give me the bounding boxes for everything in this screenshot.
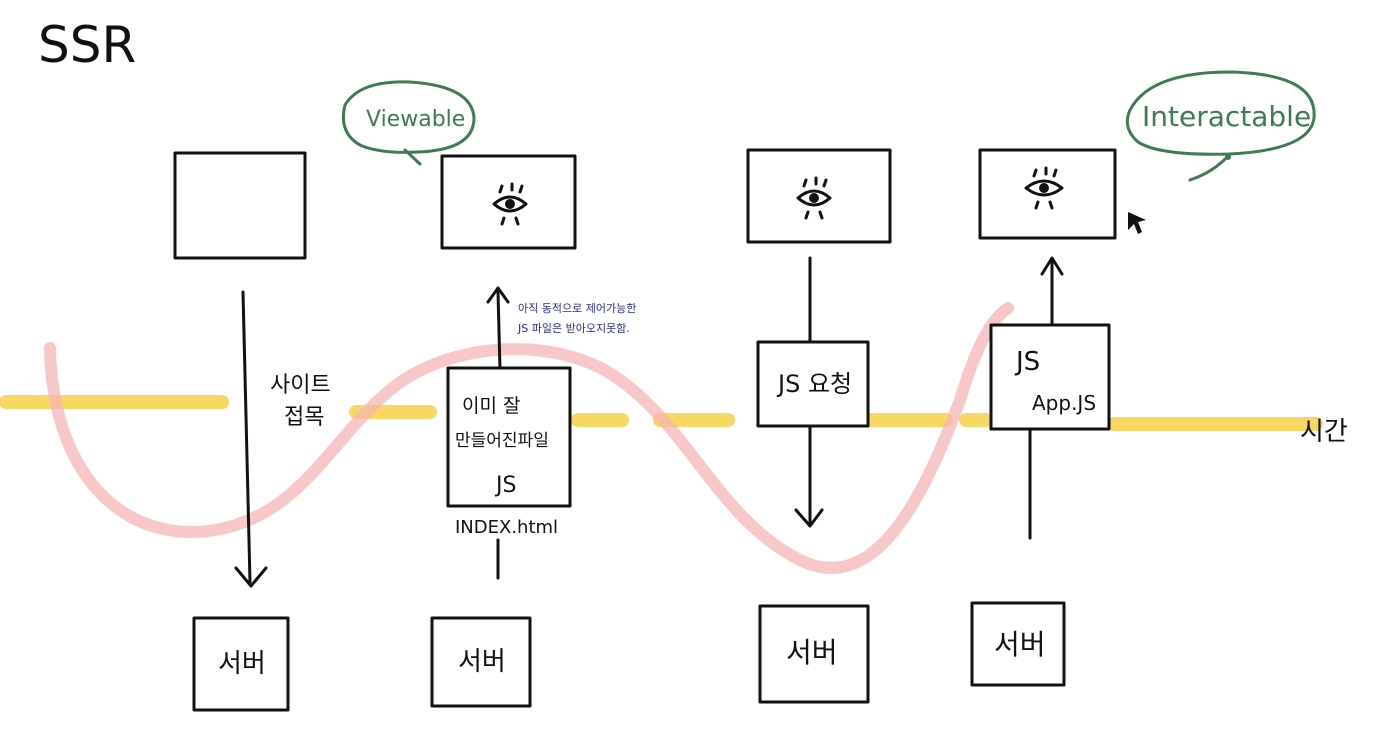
js-app-box: [989, 323, 1111, 431]
note-line2: JS 파일은 받아오지못함.: [517, 321, 630, 335]
prebuilt-line2: 만들어진파일: [455, 431, 549, 451]
site-label-line1: 사이트: [270, 373, 331, 398]
arrow-up: [496, 290, 502, 372]
server-label-4: 서버: [994, 628, 1046, 661]
diagram-title: SSR: [38, 16, 136, 74]
eye-icon: [492, 182, 528, 226]
prebuilt-line1: 이미 잘: [462, 395, 520, 417]
screen-viewable-2: [746, 148, 892, 244]
viewable-label: Viewable: [366, 107, 465, 132]
screen-blank: [173, 151, 307, 260]
cursor-icon: [1128, 212, 1146, 234]
interactable-bubble: Interactable: [1125, 70, 1316, 182]
eye-icon: [1024, 166, 1064, 210]
time-label: 시간: [1300, 417, 1348, 447]
server-box-2: [430, 616, 532, 708]
note-line1: 아직 동적으로 제어가능한: [518, 302, 636, 315]
js-app-line1: JS: [1014, 347, 1040, 377]
server-box-1: [192, 616, 290, 712]
js-app-line2: App.JS: [1032, 391, 1096, 415]
server-label-1: 서버: [218, 649, 266, 679]
eye-icon: [796, 176, 832, 220]
server-label-3: 서버: [786, 636, 838, 669]
viewable-bubble: Viewable: [341, 80, 476, 166]
server-box-4: [970, 601, 1066, 687]
prebuilt-js: JS: [494, 473, 516, 498]
js-request-box: [756, 340, 870, 428]
prebuilt-file-box: [446, 366, 572, 508]
interactable-label: Interactable: [1142, 100, 1311, 133]
arrow-down: [241, 290, 252, 584]
index-html-label: INDEX.html: [455, 517, 558, 538]
server-label-2: 서버: [458, 647, 506, 677]
site-label-line2: 접목: [284, 405, 324, 430]
server-box-3: [758, 604, 870, 704]
flow-wave: [44, 302, 1014, 574]
js-request-label: JS 요청: [776, 370, 852, 398]
